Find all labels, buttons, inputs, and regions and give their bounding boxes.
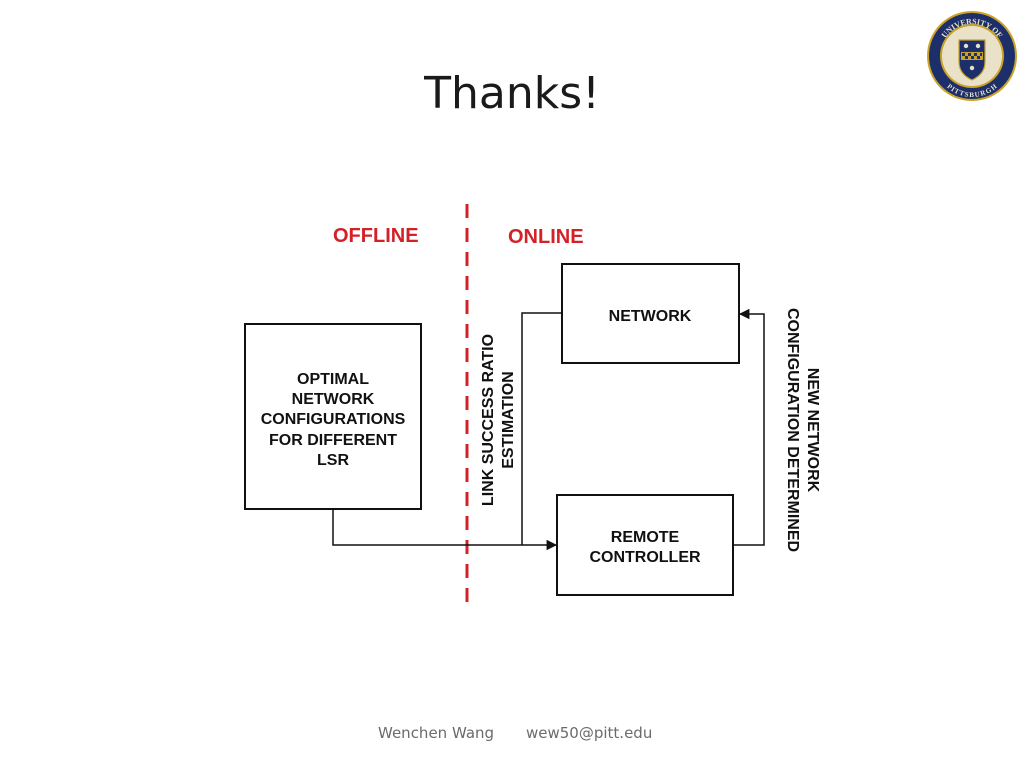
offline-box-line-1: OPTIMAL <box>297 371 369 388</box>
footer-email: wew50@pitt.edu <box>526 724 653 742</box>
network-box <box>561 263 740 364</box>
slide-title: Thanks! <box>424 68 600 119</box>
network-box-label: NETWORK <box>609 308 692 325</box>
controller-box-line-1: REMOTE <box>611 529 680 546</box>
remote-controller-box <box>556 494 734 596</box>
university-seal-icon: UNIVERSITY OF PITTSBURGH <box>927 11 1017 101</box>
controller-to-network-arrow <box>733 308 765 546</box>
offline-box-line-2: NETWORK <box>292 391 375 408</box>
offline-label: OFFLINE <box>333 225 419 247</box>
network-to-controller-line <box>521 312 562 545</box>
link-success-ratio-label-line-2: ESTIMATION <box>500 371 517 468</box>
online-label: ONLINE <box>508 226 584 248</box>
new-config-label-line-1: NEW NETWORK <box>804 368 821 493</box>
offline-config-box <box>244 323 422 510</box>
new-config-label-line-2: CONFIGURATION DETERMINED <box>784 308 801 552</box>
footer-author: Wenchen Wang <box>378 724 495 742</box>
offline-box-line-5: LSR <box>317 452 349 469</box>
offline-box-line-4: FOR DIFFERENT <box>269 432 397 449</box>
offline-box-line-3: CONFIGURATIONS <box>261 411 406 428</box>
link-success-ratio-label-line-1: LINK SUCCESS RATIO <box>480 334 497 506</box>
offline-to-controller-arrow <box>332 509 558 551</box>
controller-box-line-2: CONTROLLER <box>589 549 701 566</box>
